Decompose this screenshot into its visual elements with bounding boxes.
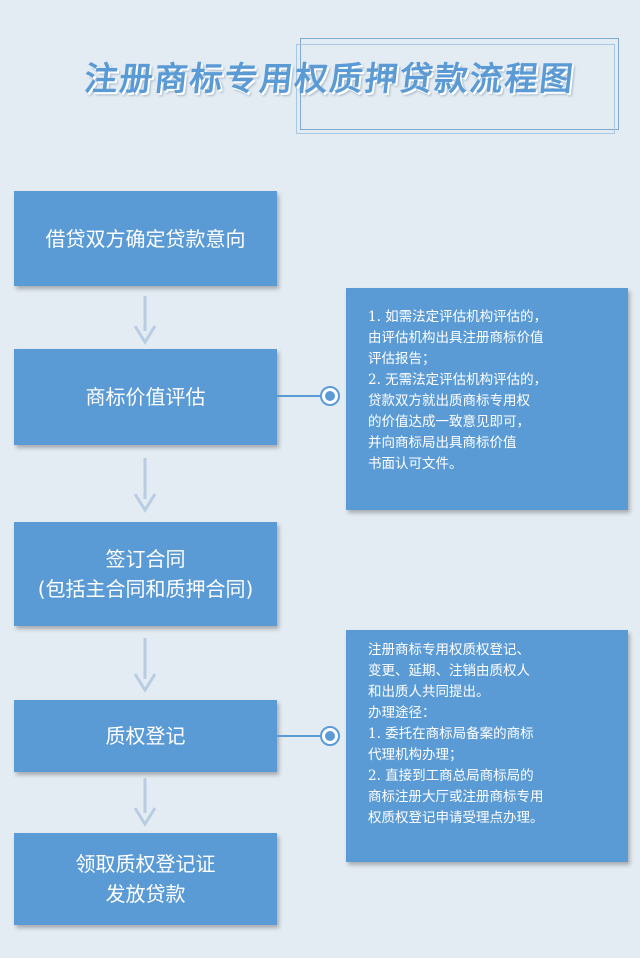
arrow-down-icon — [134, 778, 156, 827]
note-line: 和出质人共同提出。 — [368, 684, 490, 700]
diagram-title: 注册商标专用权质押贷款流程图 — [82, 59, 577, 98]
step-label: 签订合同 — [105, 547, 186, 571]
note-line: 由评估机构出具注册商标价值 — [368, 330, 544, 346]
title-frame-inner — [296, 44, 615, 134]
step-issue-loan: 领取质权登记证 发放贷款 — [14, 833, 277, 925]
note-line: 2. 无需法定评估机构评估的， — [368, 372, 548, 388]
step-label: 领取质权登记证 — [75, 852, 216, 876]
note-line: 商标注册大厅或注册商标专用 — [368, 789, 544, 805]
step-label: 借贷双方确定贷款意向 — [45, 226, 246, 251]
note-line: 评估报告； — [368, 351, 436, 367]
step-sign-contract: 签订合同 (包括主合同和质押合同) — [14, 522, 277, 626]
note-registration-details: 注册商标专用权质权登记、 变更、延期、注销由质权人 和出质人共同提出。 办理途径… — [346, 630, 628, 862]
note-line: 1. 如需法定评估机构评估的， — [368, 309, 548, 325]
note-line: 代理机构办理； — [368, 747, 463, 763]
step-label: 质权登记 — [105, 724, 186, 748]
note-line: 办理途径： — [368, 705, 436, 721]
step-sublabel: 发放贷款 — [105, 882, 186, 906]
note-line: 书面认可文件。 — [368, 456, 463, 472]
note-valuation-details: 1. 如需法定评估机构评估的， 由评估机构出具注册商标价值 评估报告； 2. 无… — [346, 288, 628, 510]
note-line: 注册商标专用权质权登记、 — [368, 642, 530, 658]
arrow-down-icon — [134, 296, 156, 345]
step-sublabel: (包括主合同和质押合同) — [37, 577, 254, 601]
step-pledge-registration: 质权登记 — [14, 700, 277, 772]
connector-dot-icon — [320, 386, 340, 406]
arrow-down-icon — [134, 638, 156, 693]
connector-dot-icon — [320, 726, 340, 746]
title-frame-outer — [300, 38, 619, 130]
note-line: 变更、延期、注销由质权人 — [368, 663, 530, 679]
step-label: 商标价值评估 — [85, 385, 206, 409]
connector-line — [277, 735, 333, 737]
note-line: 的价值达成一致意见即可， — [368, 414, 530, 430]
arrow-down-icon — [134, 458, 156, 513]
step-loan-intent: 借贷双方确定贷款意向 — [14, 191, 277, 286]
connector-line — [277, 395, 333, 397]
note-line: 1. 委托在商标局备案的商标 — [368, 726, 534, 742]
note-line: 贷款双方就出质商标专用权 — [368, 393, 530, 409]
note-line: 2. 直接到工商总局商标局的 — [368, 768, 534, 784]
note-line: 权质权登记申请受理点办理。 — [368, 810, 544, 826]
note-line: 并向商标局出具商标价值 — [368, 435, 517, 451]
step-trademark-valuation: 商标价值评估 — [14, 349, 277, 445]
